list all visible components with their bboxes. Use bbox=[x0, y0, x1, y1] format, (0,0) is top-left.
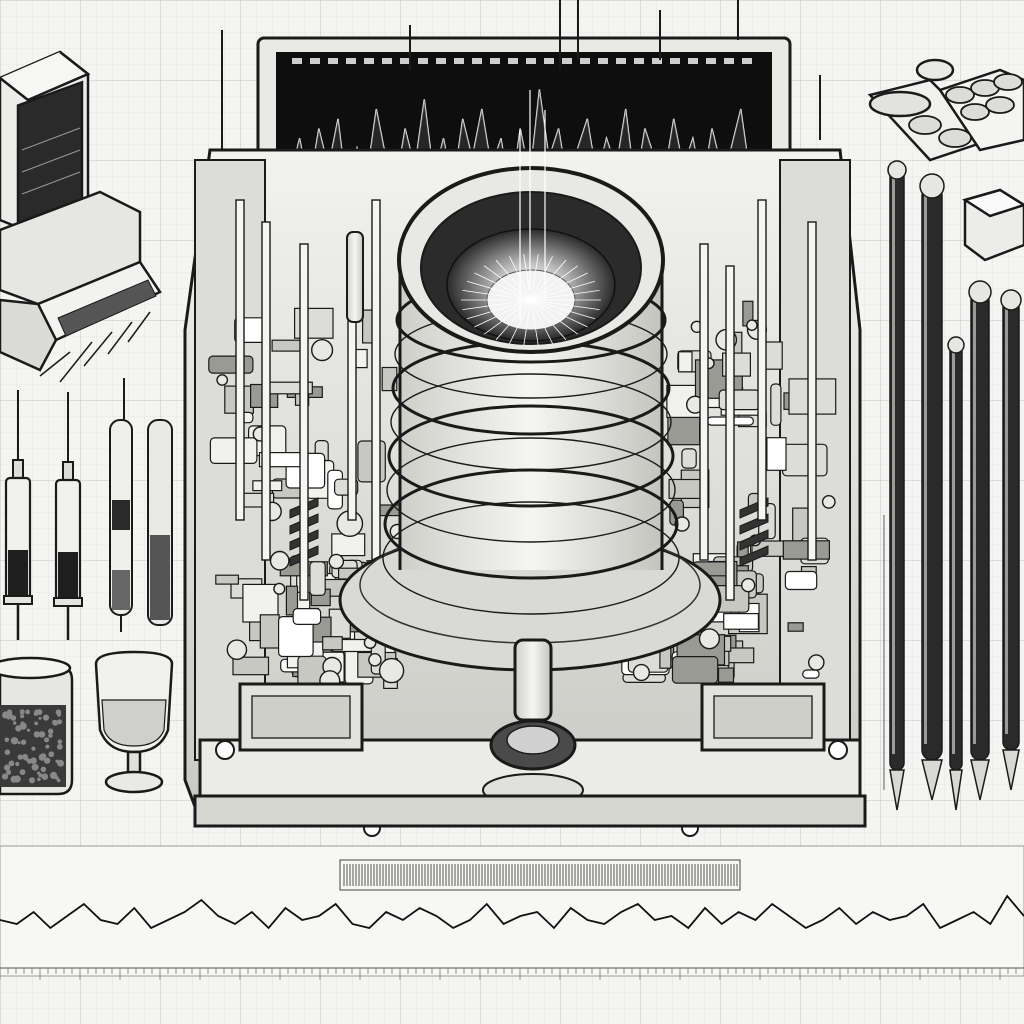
goblet-icon bbox=[94, 650, 174, 794]
test-tube-icon bbox=[109, 378, 173, 632]
jar-icon bbox=[0, 656, 74, 796]
screen-header-ticks bbox=[292, 58, 752, 64]
central-core-rings bbox=[338, 90, 722, 672]
retro-computer-icon bbox=[0, 50, 162, 383]
reactor-machine-icon bbox=[183, 0, 867, 837]
strip-barcode bbox=[343, 864, 738, 886]
pill-blister-icon bbox=[867, 58, 1024, 262]
pen-icon bbox=[883, 160, 1022, 811]
antenna-rods bbox=[221, 0, 821, 150]
syringe-icon bbox=[3, 390, 83, 640]
base-plate bbox=[193, 794, 867, 828]
bottom-waveform bbox=[0, 894, 1024, 930]
bottom-chart-strip bbox=[0, 845, 1024, 980]
